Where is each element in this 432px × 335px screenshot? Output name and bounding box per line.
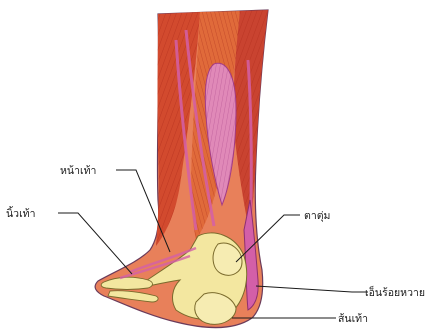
leader-achilles-tendon xyxy=(256,286,368,292)
label-ankle-bone: ตาตุ่ม xyxy=(304,210,330,222)
leader-toes xyxy=(58,213,132,274)
label-achilles-tendon: เอ็นร้อยหวาย xyxy=(365,285,425,299)
label-heel: ส้นเท้า xyxy=(338,313,368,325)
label-toes: นิ้วเท้า xyxy=(6,206,35,220)
label-instep: หน้าเท้า xyxy=(60,165,96,177)
